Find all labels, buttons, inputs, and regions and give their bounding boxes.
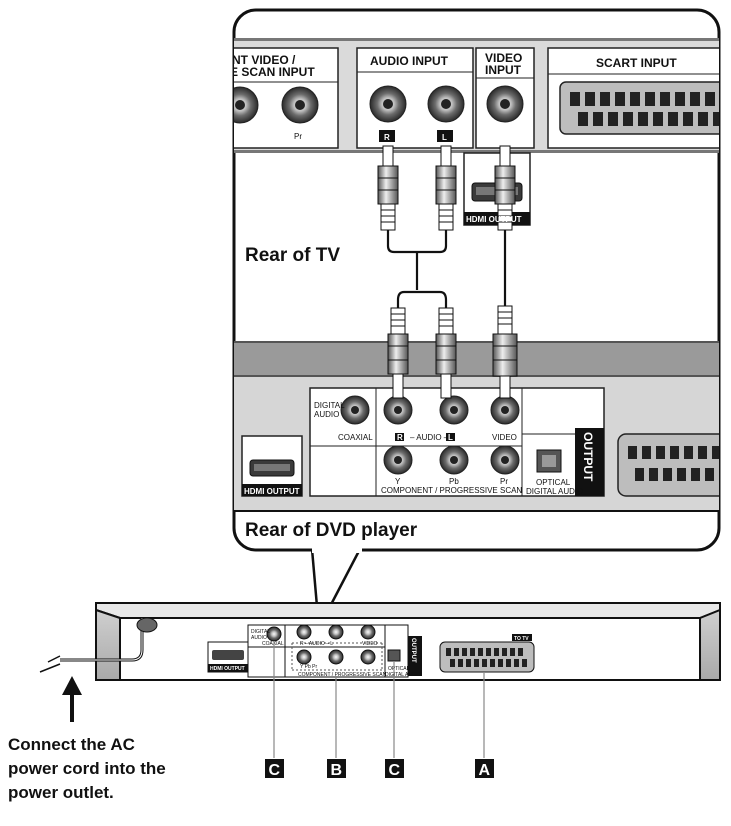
tv-component-pr-label: Pr	[294, 132, 302, 141]
small-hdmi-label: HDMI OUTPUT	[210, 666, 245, 672]
tv-audio-l-label: L	[442, 133, 447, 142]
dvd-video-plug	[492, 305, 518, 399]
tv-hdmi-output-label: HDMI OUTPUT	[466, 215, 522, 224]
tv-video-input-label-2: INPUT	[485, 63, 522, 77]
tv-audio-r-label: R	[384, 133, 390, 142]
caption-line-3: power outlet.	[8, 783, 114, 802]
small-digital-audio-2: AUDIO	[251, 635, 267, 641]
dvd-player-body: HDMI OUTPUT OUTPUT DIGITAL AUDIO COAXIAL…	[39, 602, 721, 681]
zoom-panel: NT VIDEO / E SCAN INPUT Pr AUDIO INPUT R…	[230, 8, 721, 552]
tv-component-label-1: NT VIDEO /	[232, 53, 296, 67]
marker-c-coaxial: C	[265, 759, 284, 779]
small-video: VIDEO	[362, 641, 378, 647]
dvd-audio-r-plug	[387, 307, 409, 399]
tv-video-input-label-1: VIDEO	[485, 51, 522, 65]
dvd-audio-r-label: R	[397, 433, 403, 442]
audio-cable	[386, 230, 448, 318]
dvd-digital-audio-label-2: AUDIO	[314, 410, 339, 419]
small-optical: OPTICAL	[388, 666, 410, 672]
dvd-scart-connector	[617, 433, 719, 497]
dvd-video-label: VIDEO	[492, 433, 517, 442]
dvd-audio-l-plug	[435, 307, 457, 399]
svg-text:C: C	[269, 762, 281, 779]
power-cord-caption: Connect the AC power cord into the power…	[8, 733, 238, 805]
dvd-digital-audio-label-1: DIGITAL	[314, 401, 345, 410]
tv-scart-input-label: SCART INPUT	[596, 56, 677, 70]
marker-a-scart: A	[475, 759, 494, 779]
small-audio-row: R – AUDIO – L	[300, 641, 333, 647]
small-component-row: Y Pb Pr	[300, 664, 317, 670]
caption-line-2: power cord into the	[8, 759, 166, 778]
small-scart-connector	[439, 641, 535, 673]
dvd-y-label: Y	[395, 477, 401, 486]
tv-audio-input-label: AUDIO INPUT	[370, 54, 449, 68]
small-component-scan: COMPONENT / PROGRESSIVE SCAN	[298, 672, 387, 678]
dvd-pb-label: Pb	[449, 477, 459, 486]
caption-line-1: Connect the AC	[8, 735, 135, 754]
tv-component-label-2: E SCAN INPUT	[230, 65, 315, 79]
dvd-audio-label: – AUDIO –	[410, 433, 449, 442]
rear-of-dvd-label: Rear of DVD player	[245, 520, 418, 541]
dvd-top-band	[234, 341, 719, 375]
small-to-tv-label: TO TV	[514, 636, 529, 642]
svg-text:B: B	[331, 762, 343, 779]
dvd-optical-label-1: OPTICAL	[536, 478, 571, 487]
dvd-hdmi-output-label: HDMI OUTPUT	[244, 487, 300, 496]
small-digital-audio: DIGITAL AUDIO	[385, 672, 421, 678]
dvd-audio-l-label: L	[448, 433, 453, 442]
rear-of-tv-label: Rear of TV	[245, 245, 340, 266]
dvd-coaxial-label: COAXIAL	[338, 433, 373, 442]
dvd-optical-label-2: DIGITAL AUDIO	[526, 487, 583, 496]
dvd-output-label: OUTPUT	[581, 432, 595, 482]
small-digital-audio-1: DIGITAL	[251, 629, 270, 635]
leader-lines	[273, 641, 485, 758]
tv-video-plug	[494, 145, 516, 231]
marker-b-component: B	[327, 759, 346, 779]
tv-audio-l-plug	[435, 145, 457, 231]
svg-text:C: C	[389, 762, 401, 779]
dvd-component-scan-label: COMPONENT / PROGRESSIVE SCAN	[381, 486, 522, 495]
small-coaxial: COAXIAL	[262, 641, 284, 647]
tv-audio-r-plug	[377, 145, 399, 231]
up-arrow-icon	[62, 676, 82, 722]
marker-c-optical: C	[385, 759, 404, 779]
dvd-pr-label: Pr	[500, 477, 508, 486]
svg-text:A: A	[479, 762, 491, 779]
small-output-label: OUTPUT	[410, 638, 416, 663]
tv-scart-connector	[559, 81, 719, 135]
